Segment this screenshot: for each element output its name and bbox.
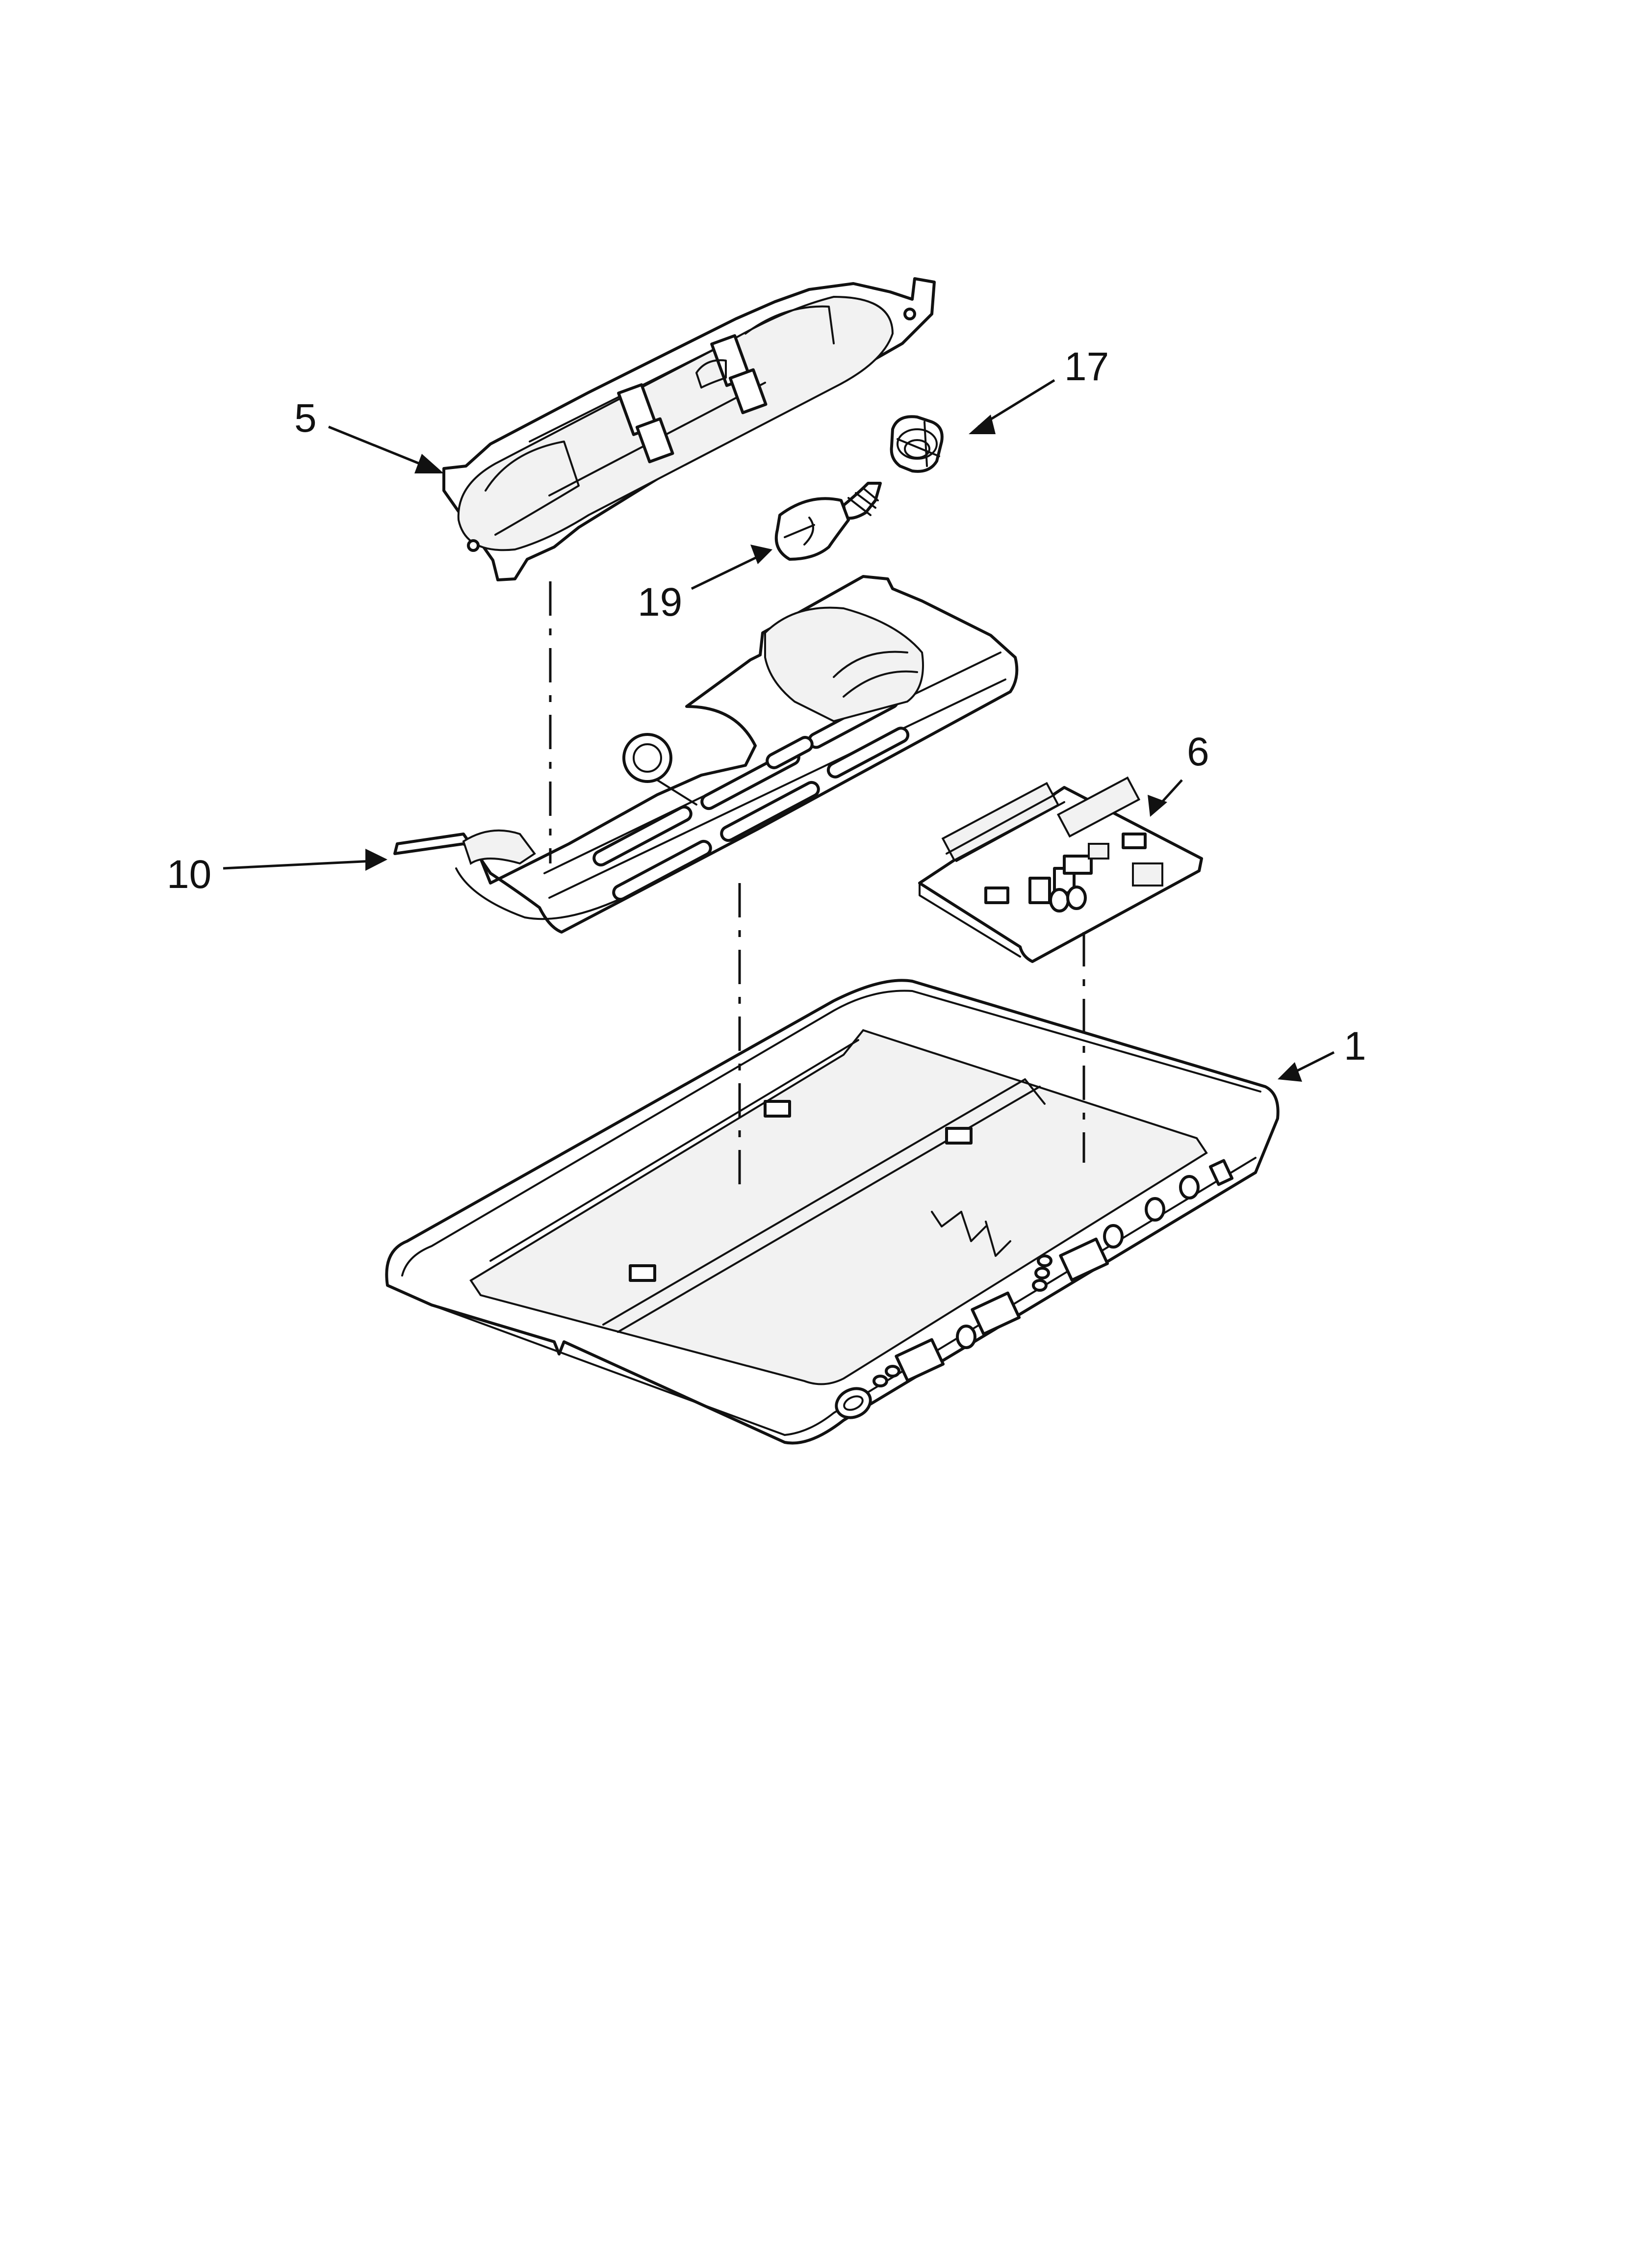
part-1-control-housing xyxy=(385,979,1280,1445)
part-17-lamp-socket xyxy=(890,415,944,473)
callout-17: 17 xyxy=(1064,344,1109,389)
callout-labels: 5 17 19 10 6 1 xyxy=(167,344,1366,1069)
callout-5: 5 xyxy=(294,396,317,441)
callout-19: 19 xyxy=(638,580,682,625)
part-6-control-board xyxy=(918,776,1203,963)
part-19-bulb xyxy=(774,482,882,561)
assembly-lines xyxy=(549,581,1085,1197)
part-10-reflector-tray xyxy=(393,575,1019,934)
callout-1: 1 xyxy=(1344,1024,1366,1069)
callout-6: 6 xyxy=(1187,730,1209,774)
part-5-light-housing xyxy=(442,277,936,581)
leader-lines xyxy=(223,379,1335,1082)
callout-10: 10 xyxy=(167,852,211,897)
